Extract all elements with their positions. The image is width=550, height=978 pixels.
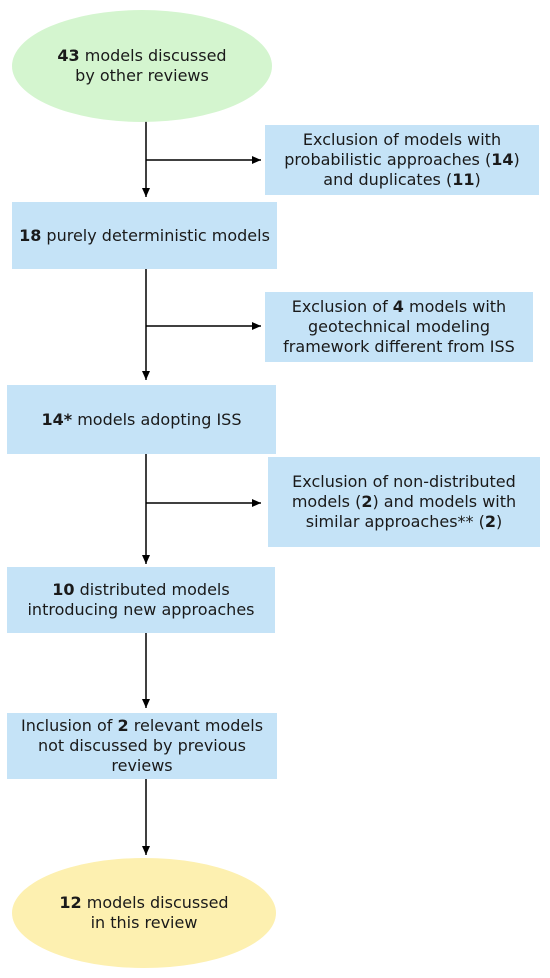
end-node: 12 models discussed in this review	[12, 858, 276, 968]
step-1-node: 18 purely deterministic models	[12, 202, 277, 269]
start-node-label: 43 models discussed by other reviews	[57, 46, 227, 85]
exclusion-box-1: Exclusion of models with probabilistic a…	[265, 125, 539, 195]
step-3-node: 10 distributed models introducing new ap…	[7, 567, 275, 633]
exclusion-box-1-label: Exclusion of models with probabilistic a…	[284, 130, 520, 189]
step-1-node-label: 18 purely deterministic models	[19, 225, 270, 245]
exclusion-box-3: Exclusion of non-distributed models (2) …	[268, 457, 540, 547]
step-4-node-label: Inclusion of 2 relevant models not discu…	[20, 716, 264, 775]
step-2-node: 14* models adopting ISS	[7, 385, 276, 454]
step-4-node: Inclusion of 2 relevant models not discu…	[7, 713, 277, 779]
step-3-node-label: 10 distributed models introducing new ap…	[27, 580, 255, 619]
exclusion-box-2: Exclusion of 4 models with geotechnical …	[265, 292, 533, 362]
exclusion-box-2-label: Exclusion of 4 models with geotechnical …	[283, 297, 515, 356]
start-node: 43 models discussed by other reviews	[12, 10, 272, 122]
step-2-node-label: 14* models adopting ISS	[41, 409, 242, 429]
end-node-label: 12 models discussed in this review	[59, 893, 229, 932]
exclusion-box-3-label: Exclusion of non-distributed models (2) …	[291, 472, 517, 531]
